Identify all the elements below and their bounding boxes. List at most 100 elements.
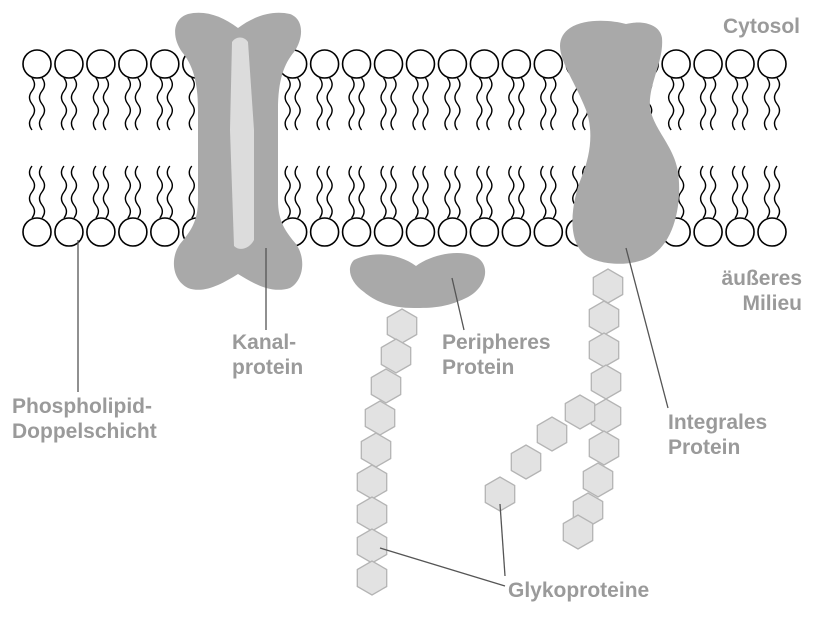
label-kanal-line2: protein — [232, 356, 304, 379]
lipid-head — [118, 49, 148, 79]
sugar-unit — [364, 400, 396, 436]
sugar-unit — [588, 300, 620, 336]
label-glycoproteins: Glykoproteine — [508, 578, 649, 603]
lipid-head — [150, 49, 180, 79]
lipid-tail — [60, 77, 68, 131]
lipid-tail — [709, 77, 717, 131]
lipid-tail — [667, 77, 675, 131]
sugar-unit — [536, 416, 568, 452]
leader-line — [451, 277, 465, 331]
lipid-tail — [28, 165, 36, 219]
label-milieu-line1: äußeres — [721, 267, 802, 290]
lipid-tail — [284, 165, 291, 219]
lipid-tail — [28, 77, 36, 131]
lipid-tail — [326, 165, 333, 219]
lipid-head — [309, 217, 340, 247]
lipid-head — [533, 49, 564, 79]
lipid-tail — [134, 77, 142, 131]
lipid-tail — [412, 77, 419, 131]
lipid-tail — [508, 165, 515, 219]
lipid-tail — [677, 77, 685, 131]
lipid-head — [725, 217, 755, 247]
lipid-tail — [709, 165, 717, 219]
lipid-tail — [476, 165, 483, 219]
lipid-head — [341, 49, 372, 79]
lipid-tail — [677, 165, 685, 219]
lipid-head — [469, 217, 500, 247]
lipid-head — [86, 217, 116, 247]
lipid-tail — [124, 77, 132, 131]
integral-protein — [560, 20, 680, 264]
sugar-unit — [588, 430, 620, 466]
lipid-head — [341, 217, 372, 247]
lipid-head — [437, 217, 468, 247]
lipid-head — [54, 49, 84, 79]
leader-line — [499, 503, 506, 577]
sugar-unit — [564, 394, 596, 430]
lipid-tail — [486, 77, 493, 131]
lipid-tail — [326, 77, 333, 131]
lipid-tail — [731, 165, 739, 219]
lipid-tail — [316, 165, 323, 219]
lipid-head — [22, 49, 52, 79]
lipid-tail — [518, 165, 525, 219]
lipid-tail — [102, 77, 110, 131]
label-peripheral-protein: Peripheres Protein — [442, 330, 551, 380]
lipid-tail — [454, 165, 461, 219]
channel-pore — [230, 37, 254, 249]
lipid-tail — [773, 165, 781, 219]
lipid-tail — [188, 77, 195, 131]
sugar-unit — [380, 338, 412, 374]
glycoprotein-sugar-chains — [356, 268, 624, 596]
lipid-tail — [444, 77, 451, 131]
sugar-unit — [592, 268, 624, 304]
label-phospholipid-bilayer: Phospholipid- Doppelschicht — [12, 394, 157, 444]
sugar-unit — [370, 368, 402, 404]
lipid-tail — [156, 165, 164, 219]
lipid-head — [309, 49, 340, 79]
lipid-tail — [38, 77, 46, 131]
lipid-tail — [166, 77, 174, 131]
lipid-tail — [358, 165, 365, 219]
lipid-tail — [92, 77, 100, 131]
lipid-tail — [60, 165, 68, 219]
lipid-tail — [284, 77, 291, 131]
lipid-head — [501, 217, 532, 247]
sugar-unit — [582, 462, 614, 498]
lipid-tail — [773, 77, 781, 131]
lipid-tail — [166, 165, 174, 219]
label-milieu-line2: Milieu — [742, 292, 802, 315]
lipid-tail — [102, 165, 110, 219]
lipid-tail — [550, 77, 557, 131]
lipid-tail — [380, 77, 387, 131]
lipid-tail — [731, 77, 739, 131]
channel-protein — [173, 12, 303, 290]
label-glyko-text: Glykoproteine — [508, 579, 650, 602]
sugar-unit — [590, 398, 622, 434]
leader-line — [379, 547, 506, 587]
lipid-tail — [390, 165, 397, 219]
lipid-tail — [540, 165, 547, 219]
lipid-tail — [188, 165, 195, 219]
sugar-unit — [360, 432, 392, 468]
label-peripheres-line2: Protein — [442, 356, 515, 379]
lipid-head — [661, 49, 691, 79]
lipid-head — [86, 49, 116, 79]
lipid-tail — [486, 165, 493, 219]
lipid-tail — [294, 77, 301, 131]
lipid-tail — [358, 77, 365, 131]
sugar-unit — [386, 308, 418, 344]
lipid-tail — [476, 77, 483, 131]
lipid-tail — [741, 165, 749, 219]
lipid-head — [693, 49, 723, 79]
sugar-unit — [356, 496, 388, 532]
label-phospho-line1: Phospholipid- — [12, 395, 152, 418]
lipid-tail — [124, 165, 132, 219]
label-integrales-line2: Protein — [668, 436, 741, 459]
lipid-tail — [92, 165, 100, 219]
sugar-unit — [356, 464, 388, 500]
lipid-head — [693, 217, 723, 247]
lipid-tail — [70, 77, 78, 131]
lipid-tail — [422, 165, 429, 219]
